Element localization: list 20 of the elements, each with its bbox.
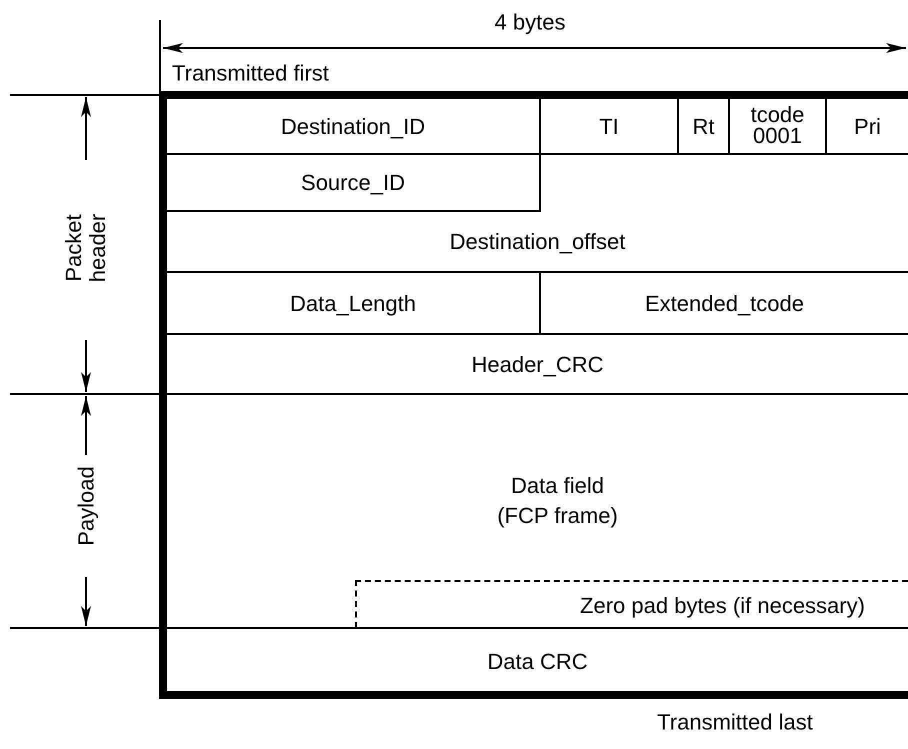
field-name: Destination_ID <box>280 112 426 140</box>
field-name: Header_CRC <box>471 351 604 379</box>
packet-field <box>541 99 679 155</box>
field-name: tcode 0001 <box>750 105 806 147</box>
packet-field <box>679 99 730 155</box>
field-name: Rt <box>692 112 714 140</box>
field-name: Destination_offset <box>450 228 626 256</box>
field-name: Data field (FCP frame) <box>496 472 619 530</box>
field-name: Zero pad bytes (if necessary) <box>580 592 865 620</box>
packet-field <box>167 273 541 335</box>
field-name: Pri <box>854 112 881 140</box>
field-name: Data CRC <box>487 648 588 676</box>
field-name: Data_Length <box>290 290 416 318</box>
field-name: TI <box>599 112 619 140</box>
packet-field <box>167 99 541 155</box>
padding-field <box>355 580 908 628</box>
packet-field <box>167 155 541 212</box>
packet-field <box>730 99 827 155</box>
field-name: Extended_tcode <box>644 290 804 318</box>
field-name: Source_ID <box>301 169 405 197</box>
